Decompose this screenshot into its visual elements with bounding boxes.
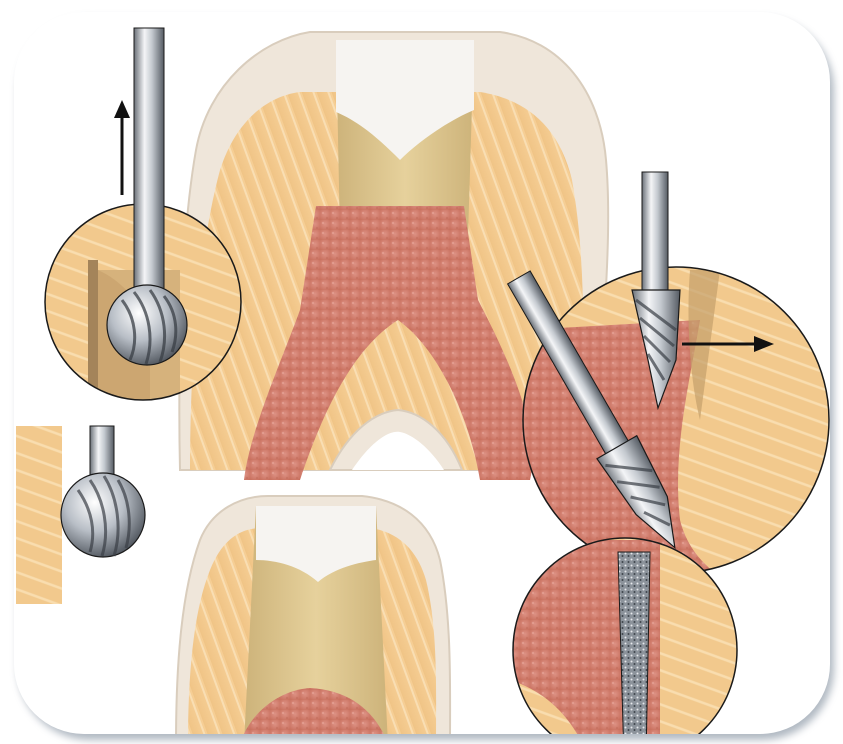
round-bur-swatch xyxy=(16,426,62,604)
